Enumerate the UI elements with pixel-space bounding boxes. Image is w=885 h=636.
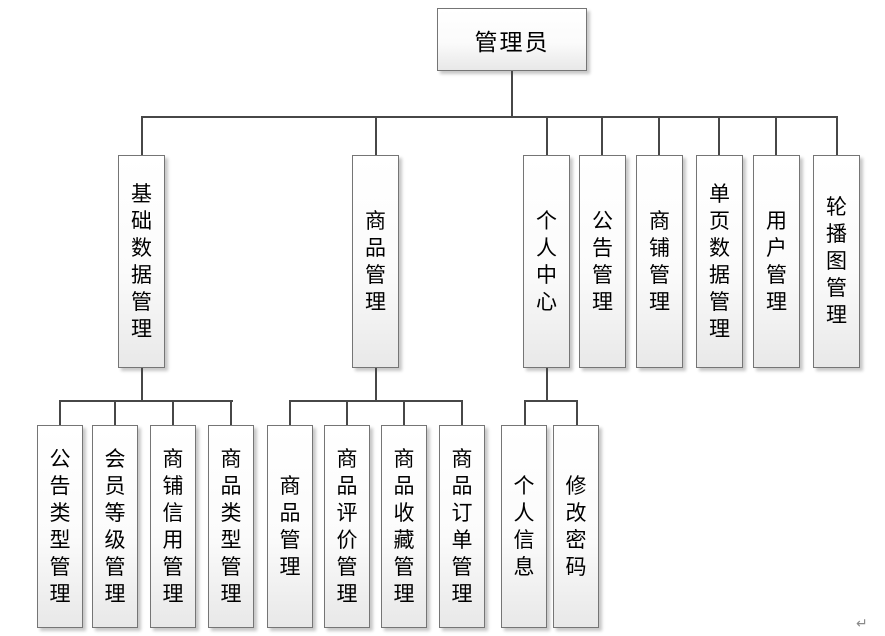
connector-goods-riser [375, 368, 377, 402]
connector-basic-data-bracket [59, 400, 233, 402]
node-label: 用户管理 [766, 208, 787, 314]
node-label: 商品类型管理 [220, 446, 242, 606]
paragraph-return-mark: ↵ [856, 616, 868, 632]
node-announcement-type-management: 公告类型管理 [37, 425, 83, 628]
connector-drop-goods-order [461, 402, 463, 425]
node-label: 基础数据管理 [131, 181, 152, 341]
node-label: 商品收藏管理 [393, 446, 415, 606]
connector-drop-shop-credit [172, 402, 174, 425]
connector-drop-single-page [718, 117, 720, 155]
connector-drop-shop [658, 117, 660, 155]
connector-goods-bracket [289, 400, 463, 402]
node-label: 商品管理 [279, 473, 301, 579]
node-label: 商品评价管理 [336, 446, 358, 606]
node-label: 个人中心 [536, 208, 557, 314]
node-carousel-management: 轮播图管理 [813, 155, 860, 368]
node-single-page-data-management: 单页数据管理 [696, 155, 743, 368]
node-announcement-management: 公告管理 [579, 155, 626, 368]
connector-drop-personal-info [524, 402, 526, 425]
node-label: 修改密码 [565, 473, 587, 579]
connector-main-horizontal [141, 116, 838, 118]
node-shop-management: 商铺管理 [636, 155, 683, 368]
connector-drop-goods-review [346, 402, 348, 425]
node-goods-order-management: 商品订单管理 [439, 425, 485, 628]
node-label: 商铺管理 [649, 208, 670, 314]
connector-drop-goods-favorite [403, 402, 405, 425]
connector-drop-carousel [836, 117, 838, 155]
node-goods-type-management: 商品类型管理 [208, 425, 254, 628]
connector-drop-announcement-type [59, 402, 61, 425]
connector-personal-bracket [524, 400, 578, 402]
node-label: 会员等级管理 [104, 446, 126, 606]
node-user-management: 用户管理 [753, 155, 800, 368]
node-shop-credit-management: 商铺信用管理 [150, 425, 196, 628]
connector-drop-personal-center [546, 117, 548, 155]
node-label: 公告类型管理 [49, 446, 71, 606]
node-label: 商品管理 [365, 208, 386, 314]
node-goods-management-sub: 商品管理 [267, 425, 313, 628]
connector-drop-user [775, 117, 777, 155]
connector-drop-goods-sub [289, 402, 291, 425]
node-member-level-management: 会员等级管理 [92, 425, 138, 628]
node-label: 个人信息 [513, 473, 535, 579]
node-basic-data-management: 基础数据管理 [118, 155, 165, 368]
node-goods-review-management: 商品评价管理 [324, 425, 370, 628]
connector-drop-basic-data [141, 117, 143, 155]
node-administrator-label: 管理员 [474, 29, 550, 56]
node-label: 商品订单管理 [451, 446, 473, 606]
node-administrator: 管理员 [437, 8, 587, 71]
node-label: 轮播图管理 [826, 195, 847, 327]
connector-drop-goods-type [230, 402, 232, 425]
node-label: 单页数据管理 [709, 181, 730, 341]
connector-drop-member-level [114, 402, 116, 425]
node-change-password: 修改密码 [553, 425, 599, 628]
node-personal-center: 个人中心 [523, 155, 570, 368]
connector-drop-goods [375, 117, 377, 155]
node-label: 商铺信用管理 [162, 446, 184, 606]
connector-basic-data-riser [141, 368, 143, 402]
node-goods-management: 商品管理 [352, 155, 399, 368]
connector-drop-announcement [601, 117, 603, 155]
node-label: 公告管理 [592, 208, 613, 314]
node-goods-favorite-management: 商品收藏管理 [381, 425, 427, 628]
connector-personal-riser [546, 368, 548, 402]
connector-root-drop [511, 71, 513, 117]
node-personal-info: 个人信息 [501, 425, 547, 628]
connector-drop-change-password [576, 402, 578, 425]
